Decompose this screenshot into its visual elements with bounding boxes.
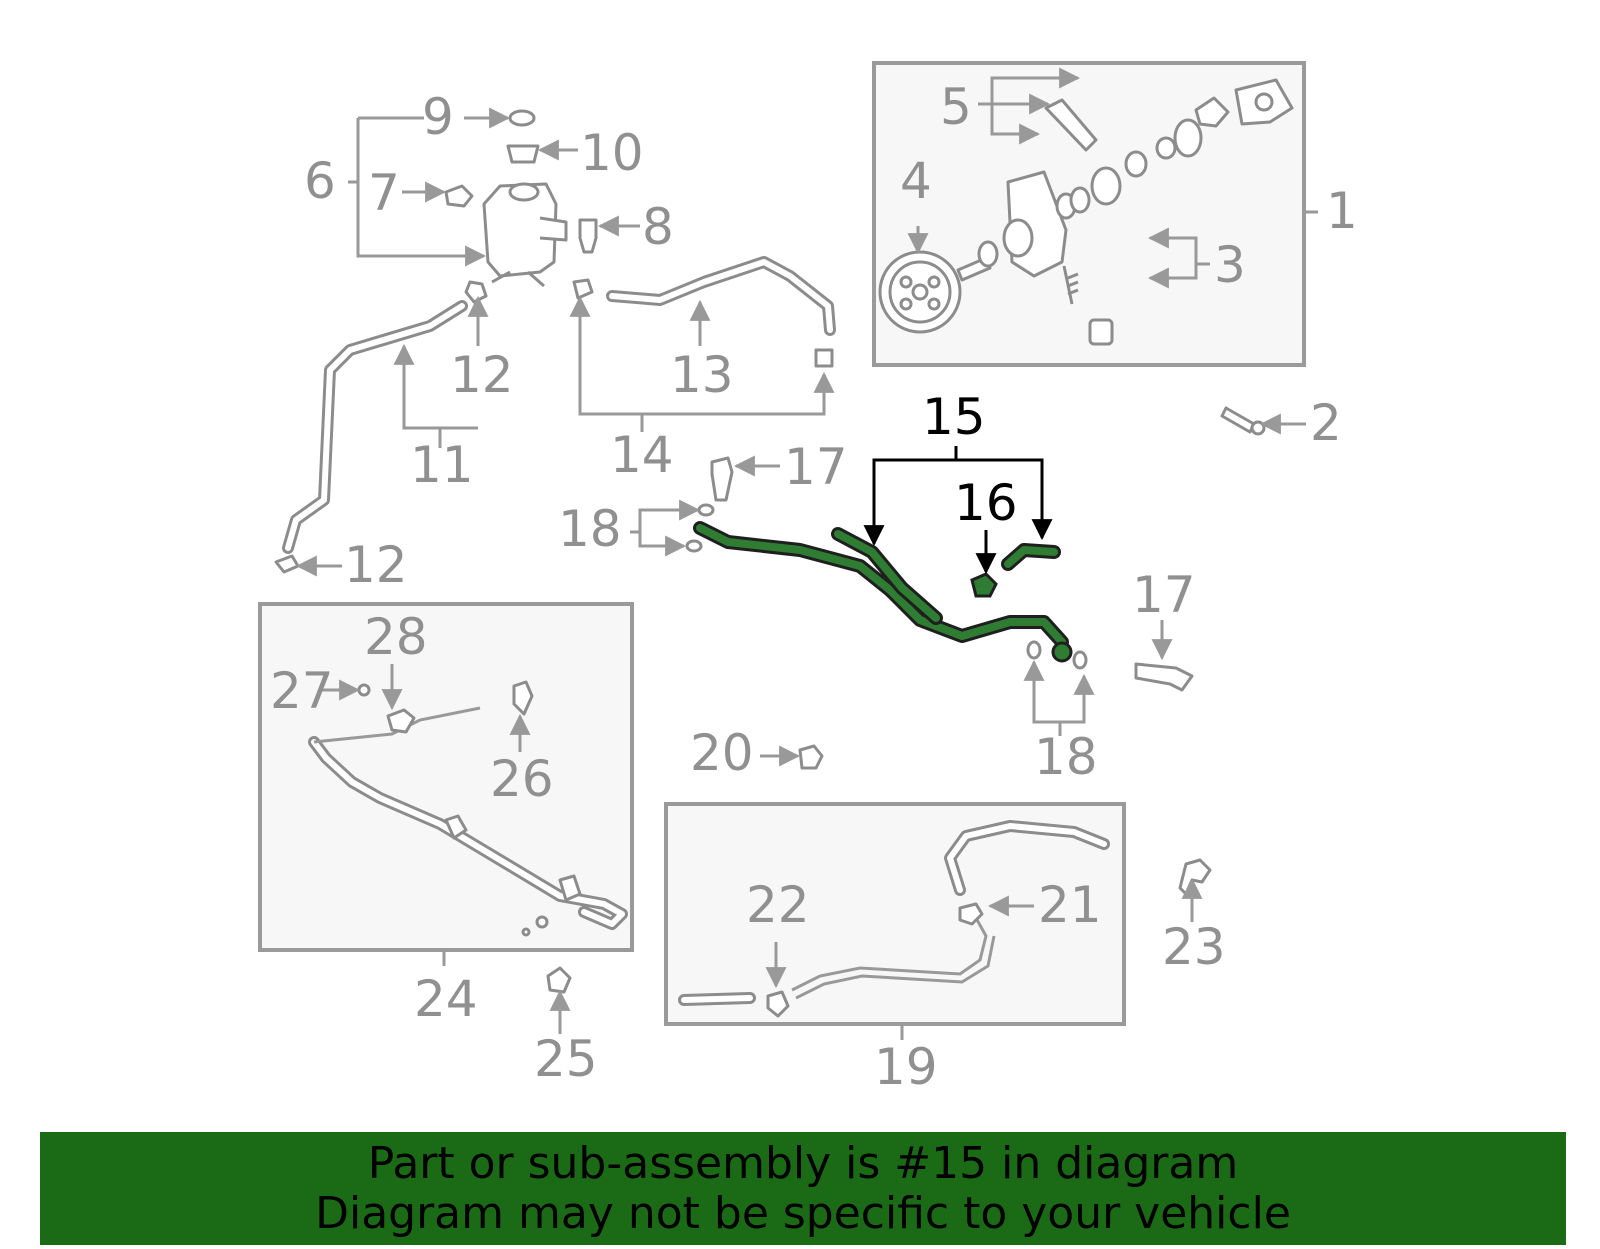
banner-line-2: Diagram may not be specific to your vehi…	[315, 1187, 1291, 1239]
nut-20	[798, 744, 824, 770]
power-steering-pump	[878, 78, 1294, 346]
callout-12a: 12	[450, 346, 514, 404]
filler-neck-seal	[506, 144, 540, 164]
callout-5: 5	[940, 78, 972, 136]
pressure-hose-end-16	[970, 543, 1061, 598]
callout-3: 3	[1214, 236, 1246, 294]
callout-10: 10	[580, 124, 644, 182]
bolt-17a	[710, 456, 734, 502]
callout-25: 25	[534, 1030, 598, 1088]
reservoir	[482, 182, 568, 288]
return-hose-box	[664, 802, 1126, 1026]
bolt-2	[1220, 406, 1266, 436]
banner-line-1: Part or sub-assembly is #15 in diagram	[367, 1137, 1239, 1189]
callout-1: 1	[1326, 182, 1358, 240]
callout-27: 27	[270, 662, 334, 720]
clamp-14b	[814, 348, 834, 368]
hose-13	[606, 256, 836, 336]
callout-9: 9	[422, 88, 454, 146]
callout-20: 20	[690, 724, 754, 782]
callout-11: 11	[410, 436, 474, 494]
callout-17a: 17	[784, 438, 848, 496]
nut-7	[444, 184, 474, 208]
callout-19: 19	[874, 1038, 938, 1096]
callout-12b: 12	[344, 536, 408, 594]
washers-18b	[1026, 640, 1088, 670]
callout-28: 28	[364, 608, 428, 666]
callout-16: 16	[954, 474, 1018, 532]
callout-4: 4	[900, 152, 932, 210]
callout-15: 15	[922, 388, 986, 446]
callout-18a: 18	[558, 500, 622, 558]
nut-25	[546, 966, 572, 994]
callout-21: 21	[1038, 876, 1102, 934]
info-banner: Part or sub-assembly is #15 in diagram D…	[40, 1132, 1566, 1245]
callout-23: 23	[1162, 918, 1226, 976]
callout-13: 13	[670, 346, 734, 404]
leader-lines	[295, 67, 1318, 1040]
suction-hose-11	[282, 300, 468, 554]
cooler-24	[308, 680, 628, 937]
callout-6: 6	[304, 152, 336, 210]
clamp-14a	[572, 278, 594, 300]
callout-14: 14	[610, 426, 674, 484]
callout-18b: 18	[1034, 728, 1098, 786]
clamp-12a	[464, 280, 488, 304]
callout-7: 7	[368, 164, 400, 222]
bolt-8	[578, 218, 598, 254]
callout-24: 24	[414, 970, 478, 1028]
pressure-hose-15	[693, 521, 1073, 663]
clamp-12b	[274, 554, 300, 574]
callout-22: 22	[746, 876, 810, 934]
callout-2: 2	[1310, 394, 1342, 452]
bolt-17b	[1134, 662, 1194, 692]
clamp-23	[1178, 858, 1212, 896]
reservoir-cap	[508, 109, 536, 127]
callout-8: 8	[642, 198, 674, 256]
callout-17b: 17	[1132, 566, 1196, 624]
return-hose-19	[678, 820, 1110, 1018]
callout-26: 26	[490, 750, 554, 808]
